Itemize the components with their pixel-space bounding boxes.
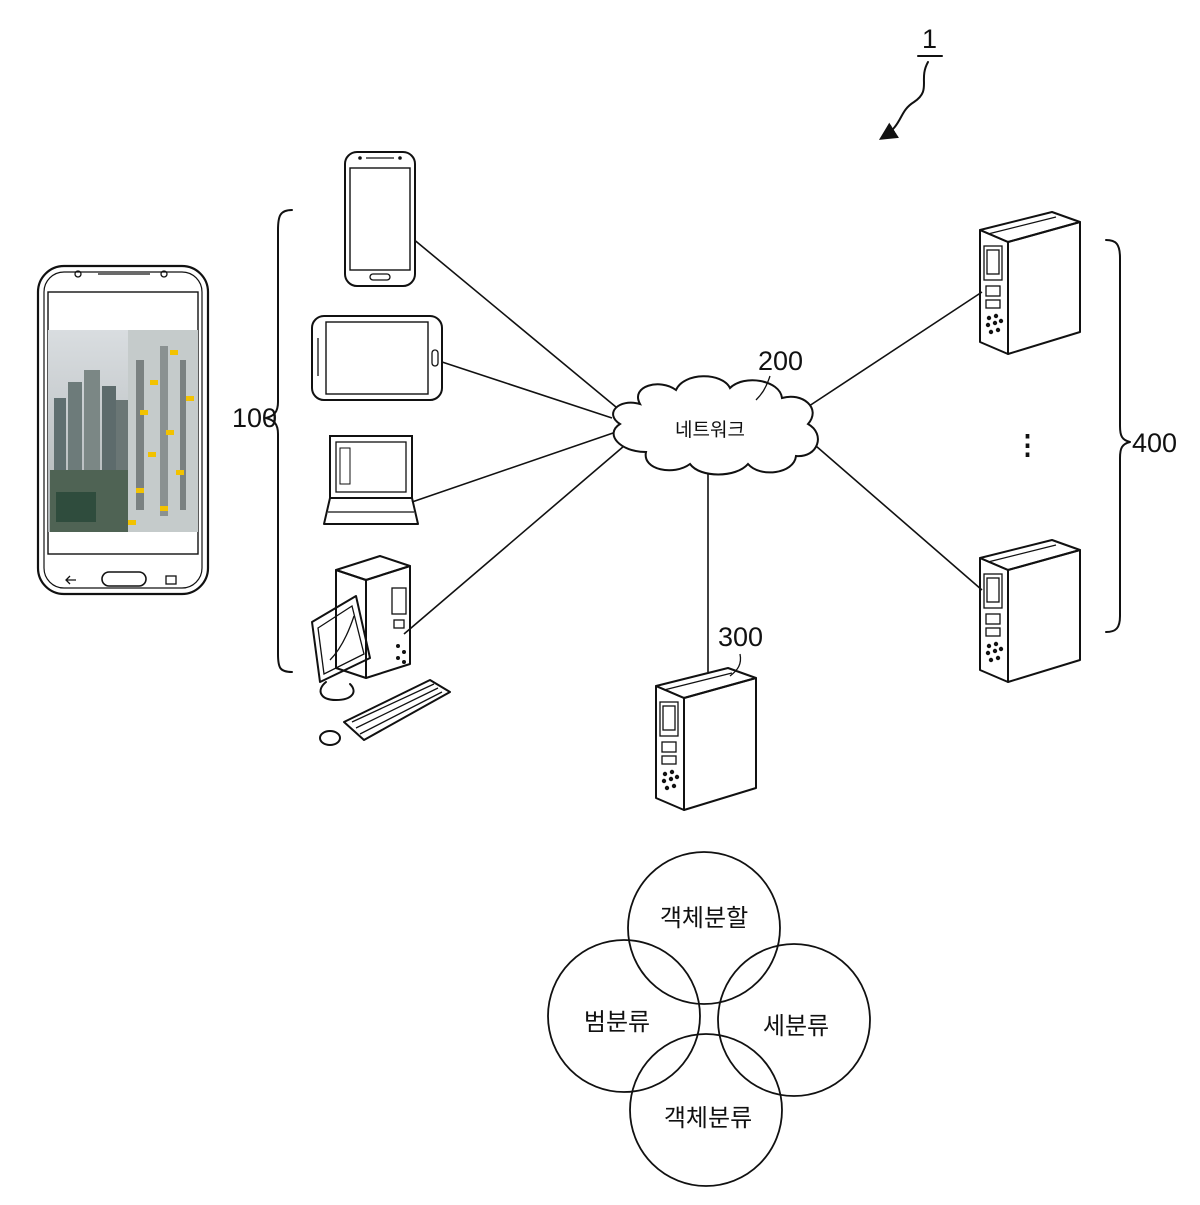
external-server-bottom <box>980 540 1080 682</box>
bracket-100: 100 <box>232 210 292 672</box>
server-ref-label: 300 <box>718 622 763 652</box>
venn-label-bottom: 객체분류 <box>664 1104 752 1132</box>
external-servers-label: 400 <box>1132 428 1177 458</box>
venn-label-top: 객체분할 <box>660 904 748 932</box>
laptop-terminal <box>324 436 418 524</box>
network-ref-label: 200 <box>758 346 803 376</box>
link-external-server-bottom <box>816 446 982 590</box>
user-terminals-label: 100 <box>232 403 277 433</box>
figure-ref-numeral: 1 <box>922 24 937 54</box>
tablet-terminal <box>312 316 442 400</box>
classification-venn: 객체분할 범분류 세분류 객체분류 <box>548 852 870 1186</box>
venn-label-left: 범분류 <box>584 1008 650 1036</box>
display-smartphone <box>38 266 208 594</box>
link-external-server-top <box>800 292 982 412</box>
network-label: 네트워크 <box>675 419 745 441</box>
figure-reference: 1 <box>882 24 942 138</box>
link-desktop <box>404 446 624 634</box>
desktop-terminal <box>312 556 450 745</box>
photo-content <box>48 330 198 532</box>
server-300: 300 <box>656 622 763 810</box>
link-tablet <box>436 360 612 418</box>
venn-label-right: 세분류 <box>763 1012 829 1040</box>
link-laptop <box>412 432 616 502</box>
network-cloud: 네트워크 200 <box>613 346 818 475</box>
ellipsis-more-servers: ⋮ <box>1014 430 1041 460</box>
smartphone-terminal <box>345 152 415 286</box>
ref-arrow <box>882 62 928 138</box>
external-server-top <box>980 212 1080 354</box>
external-servers: ⋮ <box>980 212 1080 682</box>
bracket-400: 400 <box>1106 240 1177 632</box>
